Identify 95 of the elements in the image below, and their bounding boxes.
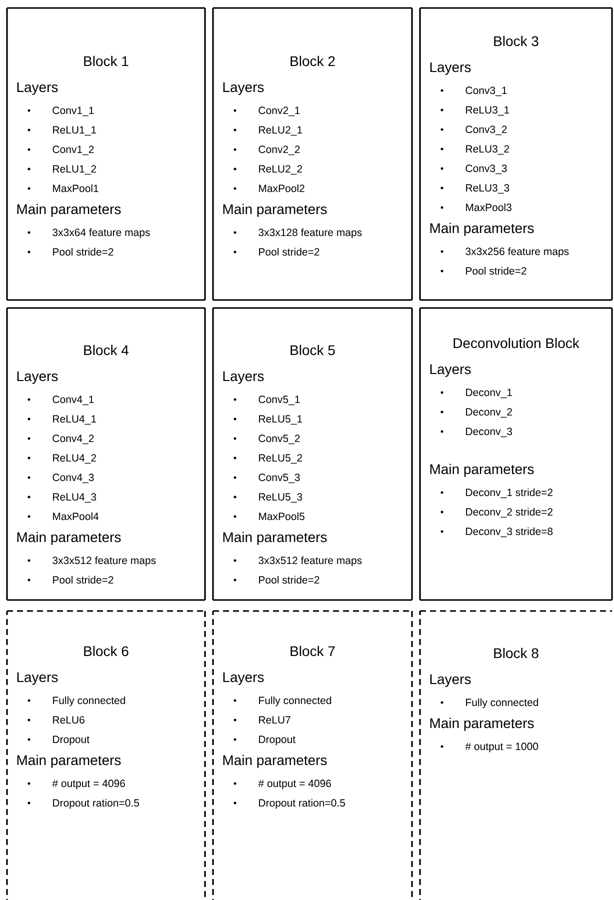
list-item: ReLU1_2 [28, 165, 96, 175]
list-item: Deconv_1 [440, 388, 512, 398]
list-item: Conv1_1 [28, 106, 94, 116]
list-item: ReLU4_1 [28, 415, 96, 425]
list-item: Deconv_1 stride=2 [440, 488, 552, 498]
list-item: Pool stride=2 [28, 576, 114, 584]
section-heading: Layers [17, 82, 58, 95]
list-item: ReLU5_3 [234, 493, 302, 503]
list-item: Conv2_1 [234, 106, 300, 116]
block-box [6, 7, 206, 301]
block-title: Deconvolution Block [454, 338, 580, 348]
section-heading: Main parameters [17, 204, 121, 217]
list-item: Conv5_2 [234, 434, 300, 444]
list-item: ReLU2_1 [234, 126, 302, 136]
list-item: Conv1_2 [28, 146, 94, 156]
block-title: Block 8 [494, 648, 538, 658]
list-item: 3x3x256 feature maps [440, 247, 569, 258]
block-title: Block 3 [494, 36, 538, 46]
list-item: Conv3_3 [440, 164, 507, 174]
section-heading: Layers [430, 62, 471, 75]
list-item: Deconv_2 stride=2 [440, 508, 552, 518]
section-heading: Main parameters [430, 718, 534, 731]
list-item: Conv3_2 [440, 126, 507, 136]
section-heading: Main parameters [430, 222, 534, 236]
list-item: Dropout [28, 736, 90, 746]
list-item: Deconv_3 stride=8 [440, 527, 553, 538]
list-item: ReLU5_2 [234, 454, 302, 464]
list-item: Conv3_1 [440, 86, 507, 96]
list-item: Dropout ration=0.5 [234, 798, 345, 809]
block-title: Block 6 [84, 646, 128, 656]
block-title: Block 2 [290, 56, 335, 66]
block-title: Block 4 [84, 344, 129, 356]
list-item: MaxPool3 [440, 203, 512, 212]
section-heading: Layers [430, 364, 471, 377]
block-box [212, 307, 413, 601]
block-box [212, 610, 413, 900]
block-box [419, 7, 613, 301]
list-item: ReLU3_1 [440, 106, 510, 116]
list-item: # output = 4096 [234, 780, 331, 790]
section-heading: Main parameters [223, 754, 327, 768]
list-item: ReLU4_2 [28, 454, 96, 464]
list-item: Conv4_3 [28, 474, 94, 484]
list-item: Pool stride=2 [28, 248, 114, 256]
list-item: ReLU6 [28, 716, 84, 724]
block-box [419, 610, 612, 900]
list-item: ReLU3_3 [440, 184, 510, 194]
block-box [212, 7, 413, 301]
section-heading: Main parameters [17, 532, 121, 545]
list-item: 3x3x64 feature maps [28, 228, 150, 238]
list-item: ReLU7 [234, 716, 290, 724]
section-heading: Layers [223, 371, 264, 384]
section-heading: Main parameters [223, 204, 327, 217]
list-item: Conv5_1 [234, 396, 300, 406]
list-item: Pool stride=2 [440, 266, 526, 275]
list-item: Dropout [234, 736, 296, 746]
list-item: # output = 4096 [28, 780, 125, 790]
section-heading: Main parameters [223, 532, 327, 545]
list-item: 3x3x128 feature maps [234, 228, 362, 238]
list-item: Conv4_2 [28, 434, 94, 444]
section-heading: Main parameters [17, 754, 121, 768]
list-item: ReLU3_2 [440, 145, 510, 155]
list-item: Conv4_1 [28, 396, 94, 406]
list-item: Fully connected [28, 696, 126, 706]
list-item: Pool stride=2 [234, 576, 320, 584]
list-item: Deconv_3 [440, 428, 512, 438]
list-item: ReLU1_1 [28, 126, 96, 136]
section-heading: Main parameters [430, 464, 534, 477]
block-box [419, 307, 613, 601]
list-item: MaxPool2 [234, 184, 304, 192]
list-item: Deconv_2 [440, 408, 512, 418]
list-item: 3x3x512 feature maps [234, 556, 362, 566]
list-item: ReLU2_2 [234, 165, 302, 175]
list-item: MaxPool5 [234, 512, 304, 520]
section-heading: Layers [430, 674, 471, 687]
section-heading: Layers [17, 672, 58, 685]
list-item: 3x3x512 feature maps [28, 556, 156, 566]
list-item: # output = 1000 [440, 742, 538, 752]
block-title: Block 1 [84, 56, 128, 66]
list-item: ReLU5_1 [234, 415, 302, 425]
list-item: Dropout ration=0.5 [28, 798, 139, 809]
list-item: Conv5_3 [234, 474, 300, 484]
list-item: ReLU4_3 [28, 493, 96, 503]
section-heading: Layers [223, 82, 264, 95]
block-title: Block 5 [290, 344, 335, 356]
list-item: Conv2_2 [234, 146, 300, 156]
list-item: Fully connected [440, 698, 538, 708]
list-item: Fully connected [234, 696, 332, 706]
block-title: Block 7 [290, 646, 335, 656]
section-heading: Layers [17, 371, 58, 384]
section-heading: Layers [223, 672, 264, 685]
list-item: MaxPool1 [28, 184, 98, 192]
block-box [6, 307, 206, 601]
list-item: MaxPool4 [28, 512, 99, 520]
block-box [6, 610, 206, 900]
list-item: Pool stride=2 [234, 248, 320, 256]
